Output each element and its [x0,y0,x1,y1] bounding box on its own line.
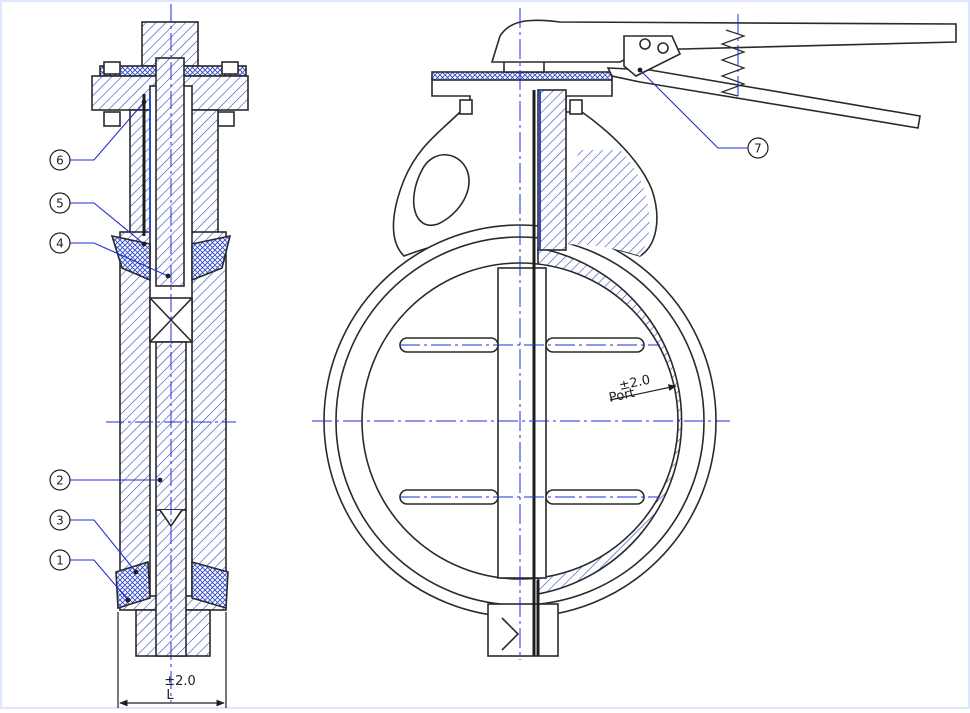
callout-2: 2 [49,469,71,491]
linkage-pin-1 [639,38,651,50]
port-label: Port [608,386,636,406]
port-tolerance: ±2.0 [618,373,652,394]
side-view-centerlines [106,4,236,702]
front-bolt-right [569,99,583,115]
flange-bolt-left [103,111,121,127]
callout-label-1: 1 [56,554,64,568]
dimension-label-L: L [166,688,174,703]
bottom-lug-boss [487,603,559,657]
callout-label-2: 2 [56,474,64,488]
linkage-pin-2 [657,42,669,54]
callout-5: 5 [49,192,71,214]
flange-nut-right [221,61,239,75]
handle-lever-upper [490,19,957,63]
callout-label-7: 7 [754,142,762,156]
flange-nut-left [103,61,121,75]
side-section-view [91,21,249,657]
front-bolt-left [459,99,473,115]
upper-seat-ring-right [191,234,232,282]
neck-bore-section [537,89,567,251]
handle-trigger-lever [606,67,921,129]
callout-label-3: 3 [56,514,64,528]
dimension-L [117,612,227,708]
callout-7: 7 [747,137,769,159]
front-view [323,19,957,657]
port-dimension [609,384,677,401]
handle-ratchet-plate [431,71,613,81]
dimension-tolerance: ±2.0 [164,674,196,689]
callout-label-6: 6 [56,154,64,168]
lower-seat-ring-right [191,560,229,610]
callout-label-4: 4 [56,237,64,251]
callout-6: 6 [49,149,71,171]
callout-3: 3 [49,509,71,531]
callout-1: 1 [49,549,71,571]
disc-hub [497,267,547,579]
lug-hole-left [413,154,470,227]
handle-spring [719,29,746,97]
callout-dots [125,67,643,603]
callout-label-5: 5 [56,197,64,211]
callout-4: 4 [49,232,71,254]
front-view-centerlines [312,8,739,660]
callout-leaders [70,69,748,601]
upper-seat-ring-left [110,234,151,282]
upper-stem [155,57,185,287]
bottom-boss-mark [501,617,520,651]
flange-bolt-right [217,111,235,127]
stem-square-cross [149,297,193,343]
